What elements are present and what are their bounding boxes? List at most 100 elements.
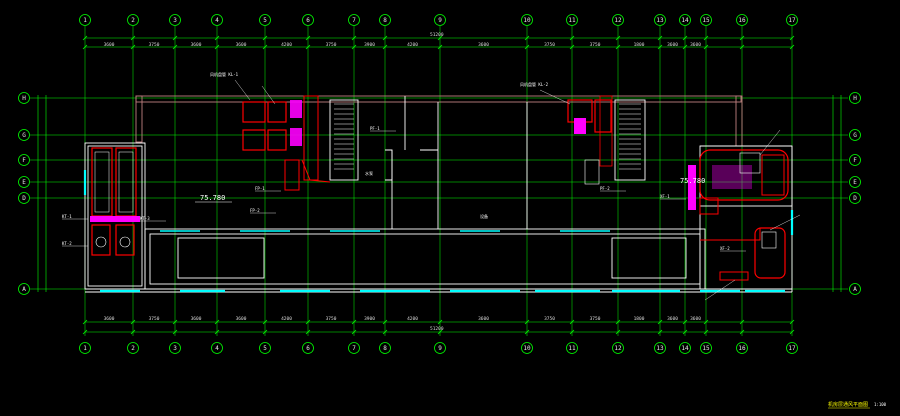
axis-bubble-bottom-15: 15 <box>702 345 710 352</box>
axis-bubble-bottom-13: 13 <box>656 345 664 352</box>
dim-bottom-12: 1800 <box>634 316 645 322</box>
axis-bubble-top-3: 3 <box>173 17 177 24</box>
axis-bubble-right-4: E <box>853 179 857 186</box>
axis-bubble-top-2: 2 <box>131 17 135 24</box>
dim-top-8: 4200 <box>407 42 418 48</box>
duct-left-magenta <box>90 216 140 222</box>
axis-bubble-bottom-2: 2 <box>131 345 135 352</box>
equipment-note-6: PF-1 <box>370 126 380 131</box>
axis-bubble-bottom-1: 1 <box>83 345 87 352</box>
room-label-mid: 水泵 <box>365 170 373 176</box>
axis-bubble-top-17: 17 <box>788 17 796 24</box>
dim-top-6: 3750 <box>326 42 337 48</box>
axis-bubble-top-16: 16 <box>738 17 746 24</box>
windows <box>83 170 794 293</box>
equipment-note-4: FP-1 <box>255 186 265 191</box>
equip-label-right: 风机盘管 KL-2 <box>520 81 549 87</box>
top-total-dim: 51200 <box>430 32 444 38</box>
axis-bubble-top-10: 10 <box>523 17 531 24</box>
axis-bubble-bottom-10: 10 <box>523 345 531 352</box>
dim-bottom-11: 3750 <box>590 316 601 322</box>
axis-bubble-bottom-5: 5 <box>263 345 267 352</box>
axis-bubble-top-15: 15 <box>702 17 710 24</box>
axis-bubble-right-1: H <box>853 95 857 102</box>
axis-bubble-top-6: 6 <box>306 17 310 24</box>
axis-bubble-bottom-14: 14 <box>681 345 689 352</box>
axis-bubble-bottom-11: 11 <box>568 345 576 352</box>
axis-bubble-left-1: H <box>22 95 26 102</box>
annotation-notes: KT-1KT-2 KT-3 FP-1FP-2 PF-1PF-2XF-1XF-2 <box>62 126 730 251</box>
dimension-chains: 51200 51200 <box>37 32 842 333</box>
axis-bubble-right-5: D <box>853 195 857 202</box>
equipment-note-3: KT-3 <box>140 216 150 221</box>
dim-top-12: 1800 <box>634 42 645 48</box>
axis-bubble-right-2: G <box>853 132 857 139</box>
drawing-title: 机房层通风平面图 <box>828 401 868 408</box>
equipment-note-7: PF-2 <box>600 186 610 191</box>
dim-bottom-9: 3600 <box>478 316 489 322</box>
drawing-scale: 1:100 <box>874 402 887 407</box>
room-label-large: 设备 <box>480 213 488 219</box>
equipment-note-8: XF-1 <box>660 194 670 199</box>
elevation-mark: 75.780 <box>200 194 225 202</box>
stair-cores <box>334 103 641 170</box>
axis-bubble-right-6: A <box>853 286 857 293</box>
axis-bubble-left-5: D <box>22 195 26 202</box>
axis-bubble-top-7: 7 <box>352 17 356 24</box>
dim-bottom-5: 4200 <box>281 316 292 322</box>
axis-bubble-top-1: 1 <box>83 17 87 24</box>
dim-bottom-1: 3600 <box>104 316 115 322</box>
axis-bubble-left-4: E <box>22 179 26 186</box>
axis-bubble-top-14: 14 <box>681 17 689 24</box>
axis-bubble-right-3: F <box>853 157 857 164</box>
equipment-note-2: KT-2 <box>62 241 72 246</box>
dim-bottom-14: 3600 <box>690 316 701 322</box>
dim-bottom-6: 3750 <box>326 316 337 322</box>
axis-bubble-top-4: 4 <box>215 17 219 24</box>
axis-bubble-top-9: 9 <box>438 17 442 24</box>
axis-bubble-left-2: G <box>22 132 26 139</box>
axis-bubble-top-8: 8 <box>383 17 387 24</box>
axis-bubble-top-5: 5 <box>263 17 267 24</box>
axis-bubble-left-3: F <box>22 157 26 164</box>
dim-bottom-10: 3750 <box>544 316 555 322</box>
axis-bubble-bottom-9: 9 <box>438 345 442 352</box>
axis-bubble-bottom-12: 12 <box>614 345 622 352</box>
dim-bottom-8: 4200 <box>407 316 418 322</box>
leader-lines <box>62 79 801 301</box>
axis-bubble-bottom-16: 16 <box>738 345 746 352</box>
equipment-note-5: FP-2 <box>250 208 260 213</box>
dim-top-4: 3600 <box>236 42 247 48</box>
dim-top-3: 3600 <box>191 42 202 48</box>
axis-bubble-bottom-6: 6 <box>306 345 310 352</box>
axis-bubble-top-11: 11 <box>568 17 576 24</box>
equip-label-left: 风机盘管 KL-1 <box>210 71 239 77</box>
dim-top-14: 3600 <box>690 42 701 48</box>
axis-bubble-bottom-3: 3 <box>173 345 177 352</box>
dimension-labels: 3600 3600 3750 3750 3600 3600 3600 3600 4200 4200… <box>82 35 795 335</box>
dim-top-5: 4200 <box>281 42 292 48</box>
axis-bubble-bottom-17: 17 <box>788 345 796 352</box>
axis-bubble-left-6: A <box>22 286 26 293</box>
building-walls <box>84 95 793 293</box>
equipment-note-1: KT-1 <box>62 214 72 219</box>
axis-bubble-top-13: 13 <box>656 17 664 24</box>
elevation-mark-right: 75.780 <box>680 177 705 185</box>
dim-bottom-4: 3600 <box>236 316 247 322</box>
hvac-equipment <box>90 95 789 281</box>
dim-top-9: 3600 <box>478 42 489 48</box>
axis-bubble-bottom-7: 7 <box>352 345 356 352</box>
dim-top-1: 3600 <box>104 42 115 48</box>
equipment-note-9: XF-2 <box>720 246 730 251</box>
dim-top-13: 3600 <box>667 42 678 48</box>
axis-bubble-bottom-4: 4 <box>215 345 219 352</box>
dim-bottom-2: 3750 <box>149 316 160 322</box>
dim-bottom-3: 3600 <box>191 316 202 322</box>
axis-bubble-bottom-8: 8 <box>383 345 387 352</box>
bottom-total-dim: 51200 <box>430 326 444 332</box>
dim-top-7: 3900 <box>364 42 375 48</box>
dim-top-2: 3750 <box>149 42 160 48</box>
dim-top-11: 3750 <box>590 42 601 48</box>
